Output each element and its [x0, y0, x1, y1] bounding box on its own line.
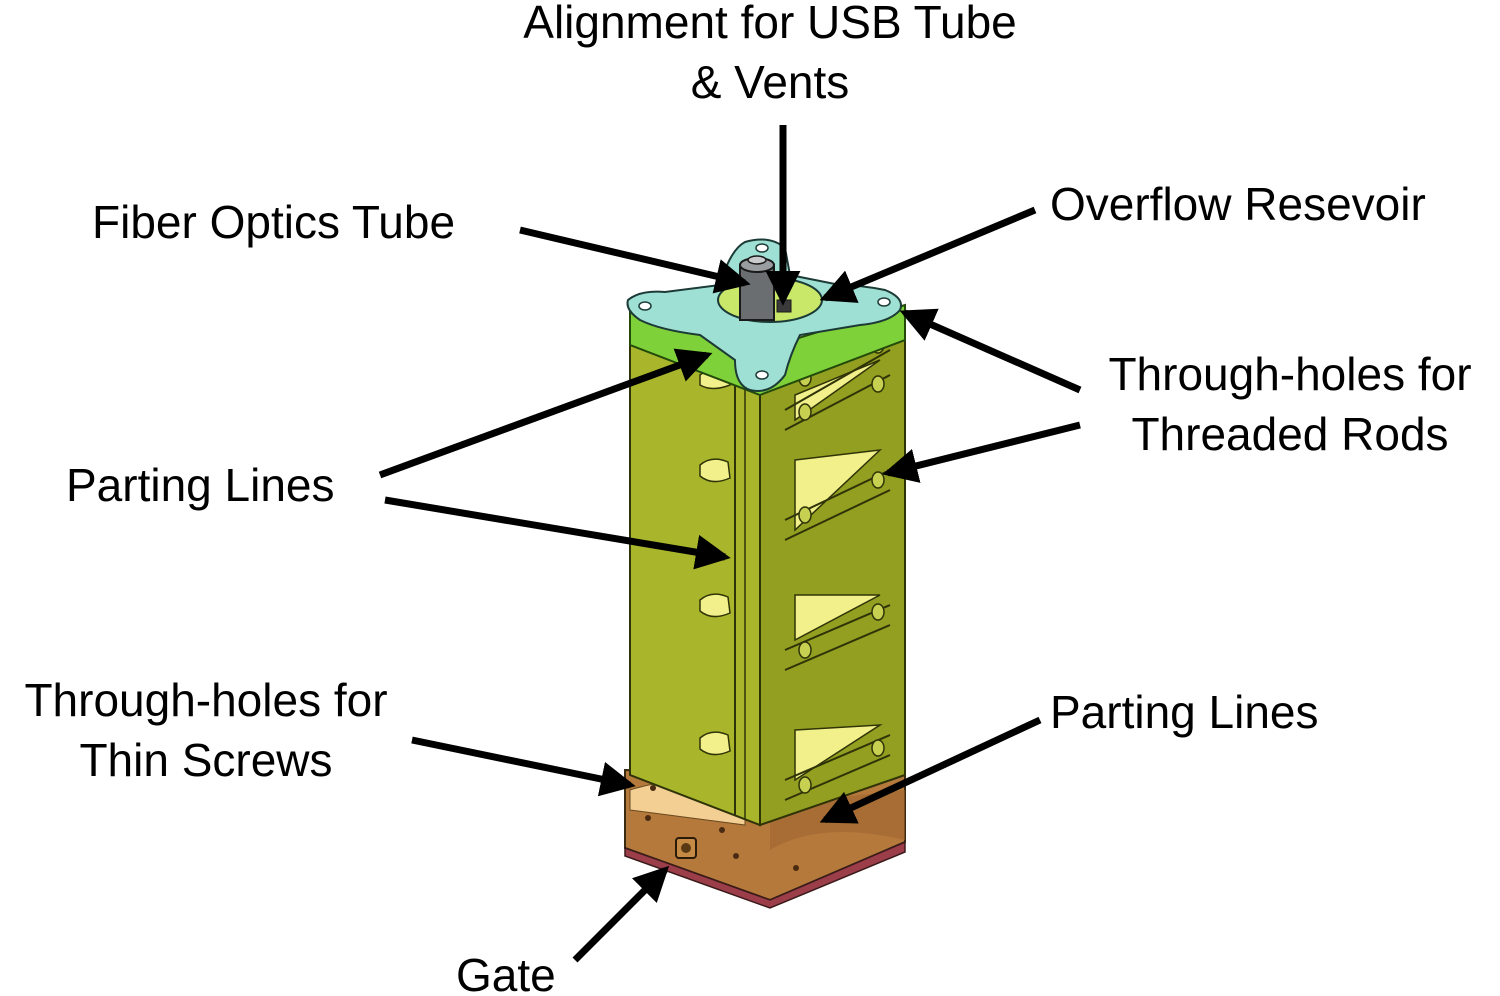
arrow-parting-left-upper — [378, 348, 713, 479]
label-overflow-reservoir: Overflow Resevoir — [1050, 174, 1426, 234]
arrow-overflow — [819, 206, 1037, 303]
label-line: Through-holes for — [24, 674, 388, 726]
label-line: Gate — [456, 949, 556, 996]
label-line: Alignment for USB Tube — [523, 0, 1017, 48]
mold-assembly — [624, 238, 906, 909]
label-fiber-optics-tube: Fiber Optics Tube — [92, 192, 455, 252]
callout-arrows — [378, 125, 1082, 963]
arrow-parting-left-lower — [384, 496, 731, 570]
label-alignment-usb-vents: Alignment for USB Tube & Vents — [470, 0, 1070, 112]
label-parting-lines-right: Parting Lines — [1050, 682, 1319, 742]
arrow-parting-right — [819, 716, 1042, 824]
label-gate: Gate — [456, 945, 556, 996]
label-through-holes-threaded-rods: Through-holes for Threaded Rods — [1080, 344, 1500, 464]
label-line: Overflow Resevoir — [1050, 178, 1426, 230]
arrow-thin-screws — [411, 736, 636, 797]
label-line: & Vents — [690, 56, 850, 108]
arrow-fiber-optics — [519, 226, 751, 294]
arrow-rods-upper — [899, 308, 1082, 394]
label-parting-lines-left: Parting Lines — [66, 455, 335, 515]
label-line: Parting Lines — [1050, 686, 1319, 738]
arrow-gate — [572, 865, 670, 963]
arrow-rods-lower — [882, 421, 1081, 483]
usb-vent-icon — [776, 299, 792, 313]
label-line: Through-holes for — [1108, 348, 1472, 400]
label-line: Threaded Rods — [1131, 408, 1449, 460]
label-through-holes-thin-screws: Through-holes for Thin Screws — [0, 670, 412, 790]
mold-body-left-face — [629, 338, 761, 827]
label-line: Parting Lines — [66, 459, 335, 511]
label-line: Fiber Optics Tube — [92, 196, 456, 248]
fiber-optics-tube — [739, 255, 775, 321]
lid-holes — [638, 243, 891, 380]
label-line: Thin Screws — [79, 734, 333, 786]
